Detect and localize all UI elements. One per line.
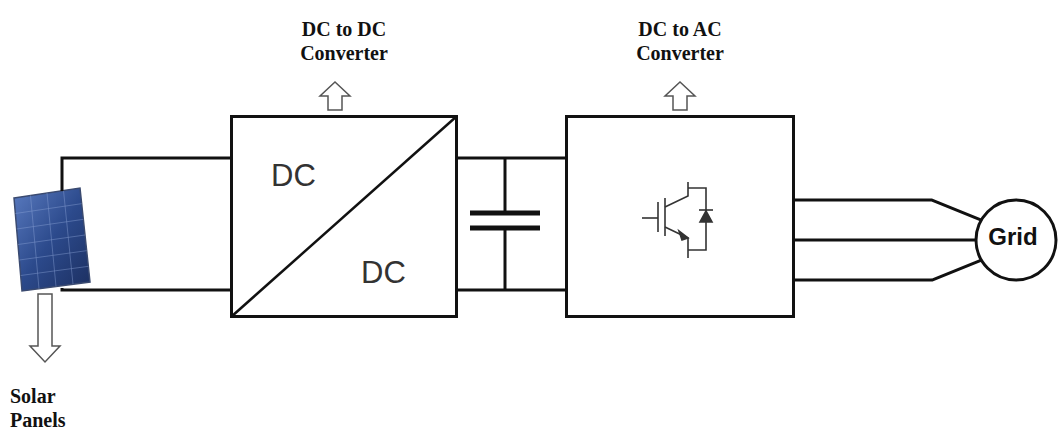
converter-heading: DC to DC Converter [289, 17, 399, 65]
igbt-symbol [642, 182, 713, 258]
wire [457, 288, 567, 291]
grid-circle: Grid [974, 198, 1058, 282]
converter-heading: DC to AC Converter [625, 17, 735, 65]
port-label: DC [271, 158, 316, 194]
wire [457, 157, 567, 160]
capacitor-symbol [470, 158, 540, 290]
component-label: Solar Panels [10, 384, 90, 432]
inverter-box: DC to AC Converter [565, 115, 795, 318]
port-label: DC [361, 255, 406, 291]
wire [62, 158, 232, 290]
wire [794, 239, 977, 242]
solar-panel [14, 188, 90, 291]
wire [794, 200, 982, 220]
diagonal-divider [231, 116, 457, 317]
callout-arrow [30, 82, 695, 362]
grid-label: Grid [988, 223, 1037, 251]
wire [794, 260, 982, 280]
converter-box: DC to DC ConverterDCDC [230, 115, 458, 318]
